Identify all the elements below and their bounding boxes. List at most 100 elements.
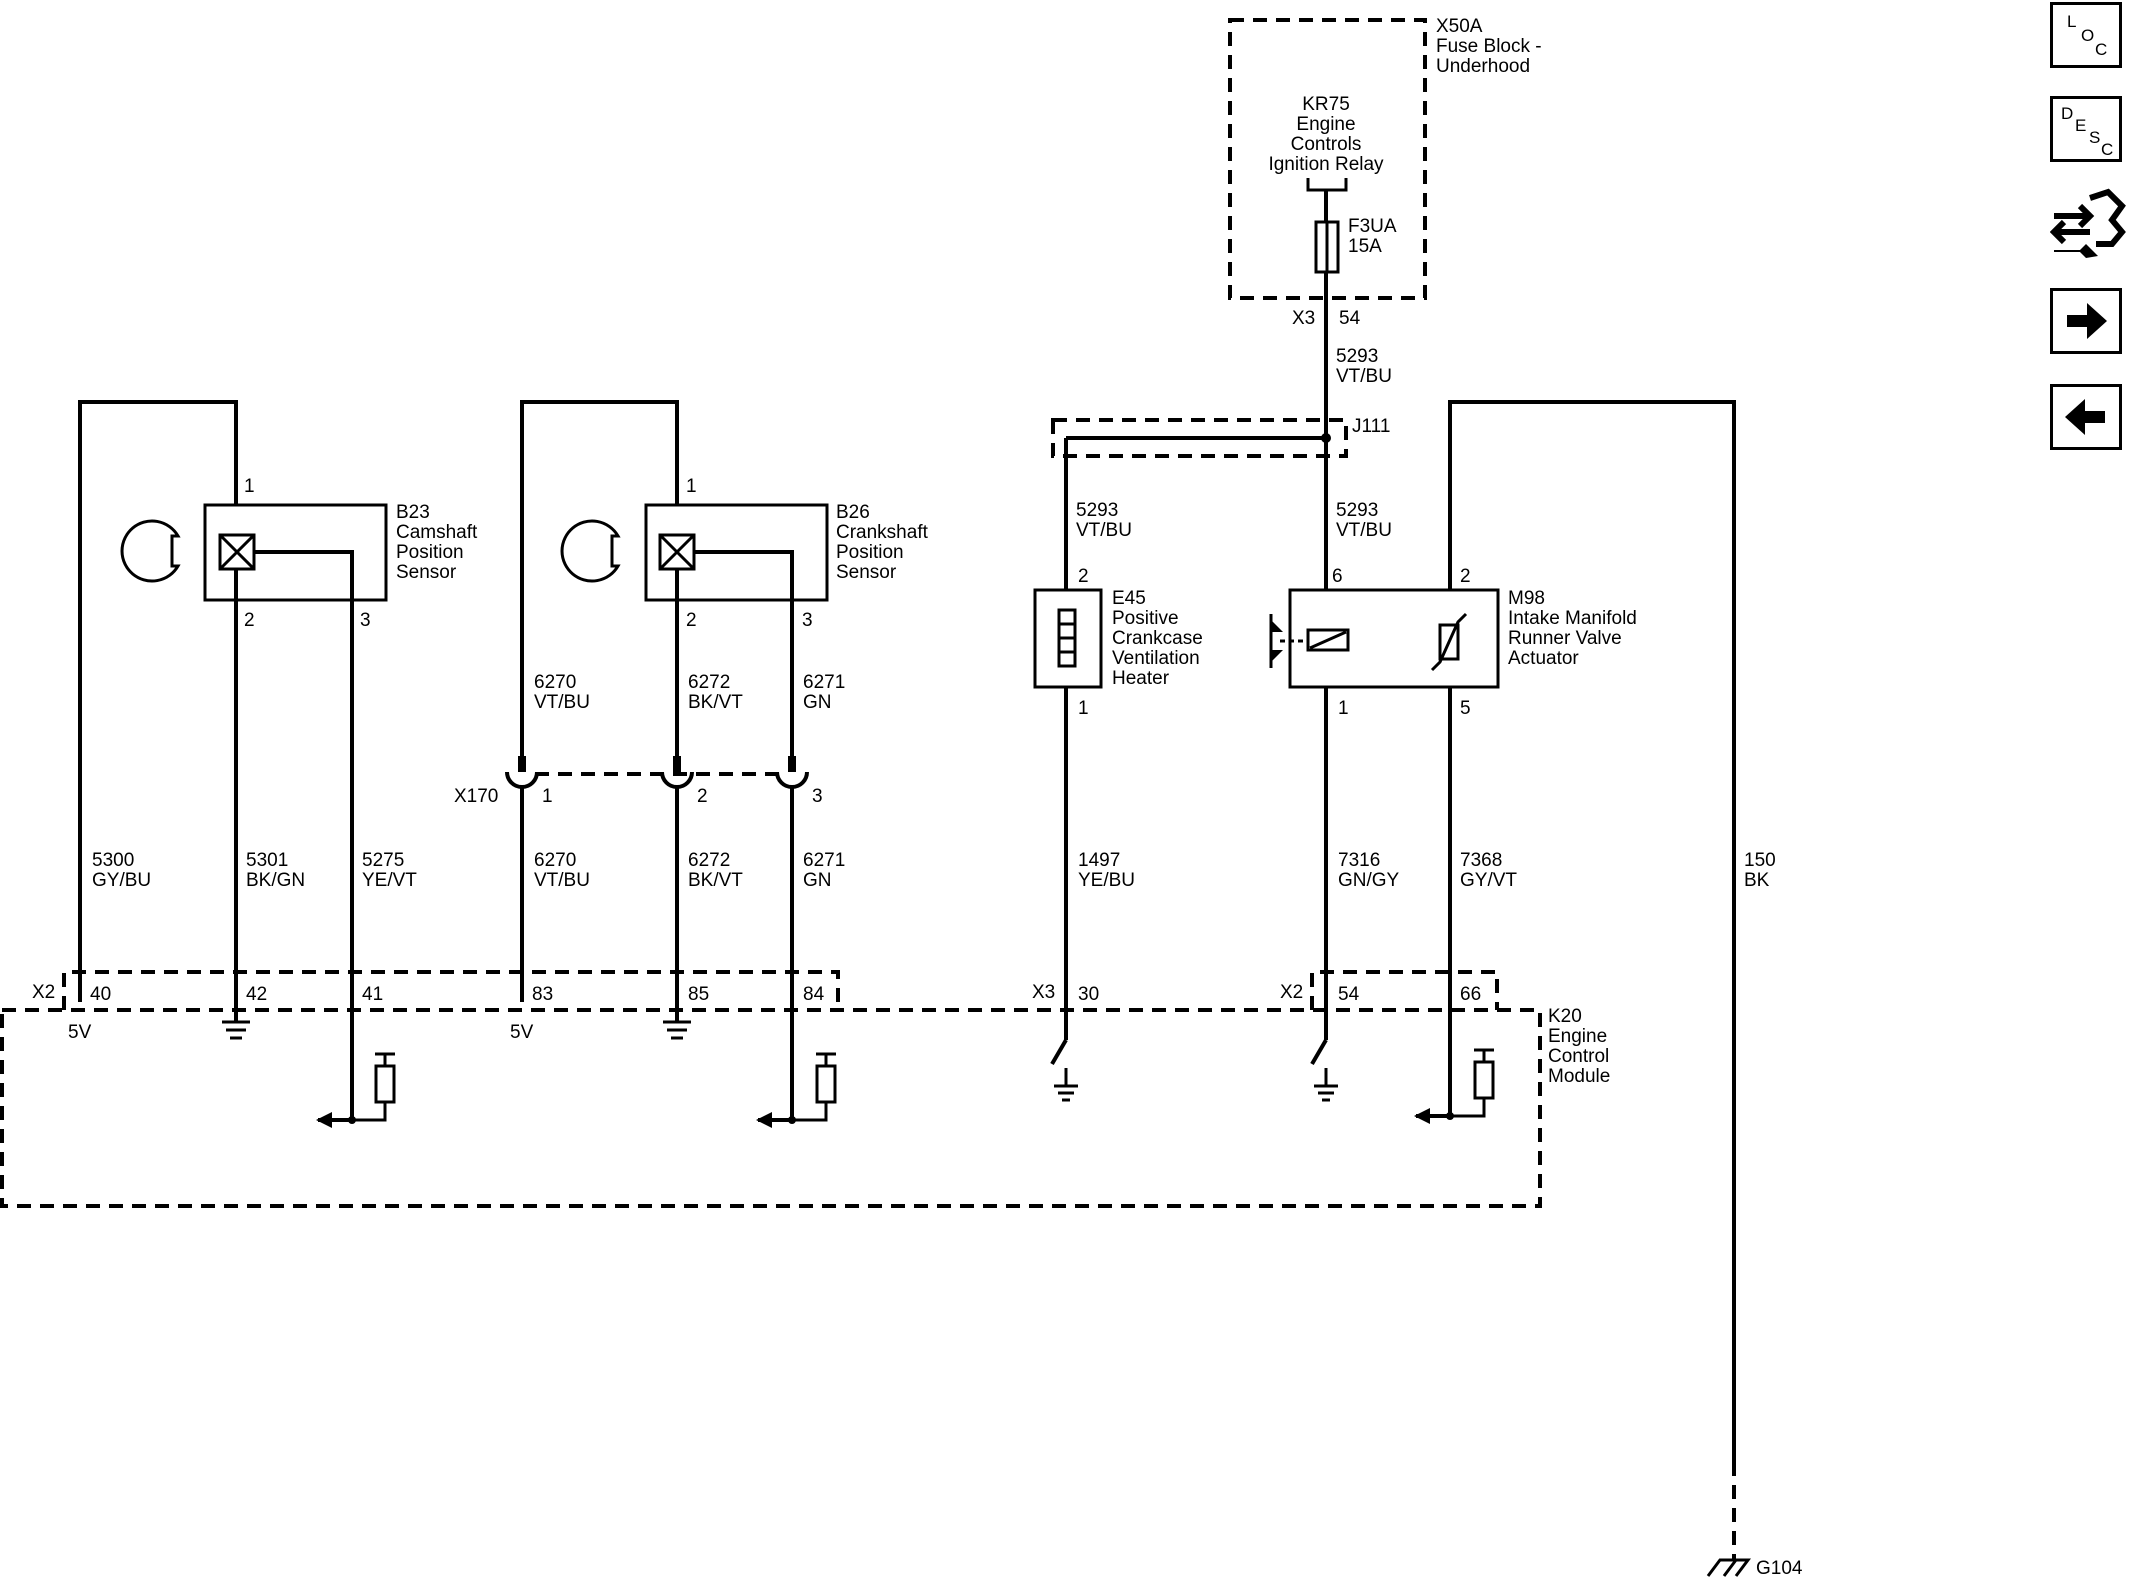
reluctor-icon xyxy=(120,519,181,583)
fuse-block-x50a: X50A Fuse Block - Underhood xyxy=(1228,16,1542,300)
ground-icon xyxy=(1054,1084,1078,1102)
act-line-3: Actuator xyxy=(1508,648,1579,669)
pin-66: 66 xyxy=(1460,984,1481,1005)
connector-info-button[interactable] xyxy=(2049,186,2128,262)
act-line-2: Runner Valve xyxy=(1508,628,1622,649)
x2-left-ref: X2 xyxy=(32,982,55,1003)
wire-6271-dn-num: 6271 xyxy=(803,850,845,871)
ground-icon xyxy=(663,1020,691,1040)
heater-line-4: Heater xyxy=(1112,668,1170,689)
ecm-connector-headers: X2 X3 X2 40 42 41 83 85 84 30 54 66 xyxy=(32,970,1499,1010)
loc-icon: L O C xyxy=(2067,12,2107,59)
crank-line-2: Position xyxy=(836,542,904,563)
pin-40: 40 xyxy=(90,984,111,1005)
relay-line-2: Controls xyxy=(1291,134,1362,155)
heater-line-2: Crankcase xyxy=(1112,628,1203,649)
x3-ref: X3 xyxy=(1032,982,1055,1003)
fuse-connector-ref: X3 xyxy=(1292,308,1315,329)
act-pin-5: 5 xyxy=(1460,698,1471,719)
ecm-5v-a: 5V xyxy=(68,1022,92,1043)
act-ref: M98 xyxy=(1508,588,1545,609)
x170-ref: X170 xyxy=(454,786,498,807)
wire-6272-up-color: BK/VT xyxy=(688,692,743,713)
ground-ref: G104 xyxy=(1756,1558,1803,1579)
heater-pin-top: 2 xyxy=(1078,566,1089,587)
ecm-line-1: Engine xyxy=(1548,1026,1607,1047)
next-page-button[interactable] xyxy=(2050,288,2122,354)
pin-54: 54 xyxy=(1338,984,1360,1005)
connector-female-icon xyxy=(505,771,539,789)
svg-text:C: C xyxy=(2101,140,2113,159)
pin-30: 30 xyxy=(1078,984,1099,1005)
fuse-block-name-1: Fuse Block - xyxy=(1436,36,1542,57)
wire-6271-up-num: 6271 xyxy=(803,672,845,693)
signal-input-84 xyxy=(756,1052,837,1128)
wire-150-ground xyxy=(1448,400,1736,1462)
wire-1497-num: 1497 xyxy=(1078,850,1120,871)
x170-pin-2: 2 xyxy=(697,786,708,807)
relay-ref: KR75 xyxy=(1302,94,1350,115)
fuse-ref: F3UA xyxy=(1348,216,1397,237)
wire-5293-act-num: 5293 xyxy=(1336,500,1378,521)
wire-1497-color: YE/BU xyxy=(1078,870,1135,891)
crank-line-3: Sensor xyxy=(836,562,897,583)
fuse-f3ua: F3UA 15A xyxy=(1314,216,1397,274)
svg-text:E: E xyxy=(2075,116,2086,135)
ground-icon xyxy=(222,1020,250,1040)
wire-6272-up-num: 6272 xyxy=(688,672,730,693)
ground-g104: G104 xyxy=(1706,1558,1803,1579)
wire-5300-color: GY/BU xyxy=(92,870,151,891)
pin-84: 84 xyxy=(803,984,825,1005)
arrow-left-icon xyxy=(756,1112,772,1128)
resistor-icon xyxy=(1473,1060,1495,1100)
arrow-left-icon xyxy=(316,1112,332,1128)
loc-button[interactable]: L O C xyxy=(2050,2,2122,68)
wire-6270-up-color: VT/BU xyxy=(534,692,590,713)
previous-page-button[interactable] xyxy=(2050,384,2122,450)
act-pin-1: 1 xyxy=(1338,698,1349,719)
desc-button[interactable]: D E S C xyxy=(2050,96,2122,162)
svg-text:L: L xyxy=(2067,12,2076,31)
fuse-connector-pin: 54 xyxy=(1339,308,1361,329)
ecm-k20: K20 Engine Control Module 5V 5V xyxy=(0,1002,1610,1208)
crank-sensor-b26: 1 2 3 B26 Crankshaft Position Sensor xyxy=(520,400,929,758)
wire-6271-up-color: GN xyxy=(803,692,832,713)
relay-kr75: KR75 Engine Controls Ignition Relay xyxy=(1268,94,1384,222)
cam-pin-1: 1 xyxy=(244,476,255,497)
wire-6271-dn-color: GN xyxy=(803,870,832,891)
splice-ref: J111 xyxy=(1352,416,1390,437)
fuse-rating: 15A xyxy=(1348,236,1382,257)
relay-line-3: Ignition Relay xyxy=(1268,154,1384,175)
svg-text:S: S xyxy=(2089,128,2100,147)
driver-54 xyxy=(1310,1038,1338,1102)
cam-line-3: Sensor xyxy=(396,562,457,583)
crank-pin-3: 3 xyxy=(802,610,813,631)
cam-line-1: Camshaft xyxy=(396,522,478,543)
crank-line-1: Crankshaft xyxy=(836,522,929,543)
crank-ref: B26 xyxy=(836,502,870,523)
signal-input-41 xyxy=(316,1002,396,1128)
wire-7368-num: 7368 xyxy=(1460,850,1502,871)
wire-6272-dn-num: 6272 xyxy=(688,850,730,871)
act-pin-6: 6 xyxy=(1332,566,1343,587)
fuse-block-name-2: Underhood xyxy=(1436,56,1530,77)
wire-150-color: BK xyxy=(1744,870,1770,891)
act-pin-2: 2 xyxy=(1460,566,1471,587)
arrow-left-icon xyxy=(1414,1108,1430,1124)
x2-right-ref: X2 xyxy=(1280,982,1303,1003)
wire-6270-dn-num: 6270 xyxy=(534,850,576,871)
wire-7316-color: GN/GY xyxy=(1338,870,1400,891)
heater-e45: 2 1 E45 Positive Crankcase Ventilation H… xyxy=(1033,566,1203,719)
svg-text:C: C xyxy=(2095,40,2107,59)
arrow-left-icon xyxy=(2065,399,2105,435)
splice-j111: J111 xyxy=(1051,416,1390,458)
ecm-5v-b: 5V xyxy=(510,1022,534,1043)
wire-5301-color: BK/GN xyxy=(246,870,305,891)
reluctor-icon xyxy=(560,519,621,583)
wire-7316-num: 7316 xyxy=(1338,850,1380,871)
pin-85: 85 xyxy=(688,984,709,1005)
ground-icon xyxy=(1314,1084,1338,1102)
signal-input-66 xyxy=(1414,1048,1495,1124)
inline-connector-x170: X170 1 2 3 xyxy=(454,756,823,807)
